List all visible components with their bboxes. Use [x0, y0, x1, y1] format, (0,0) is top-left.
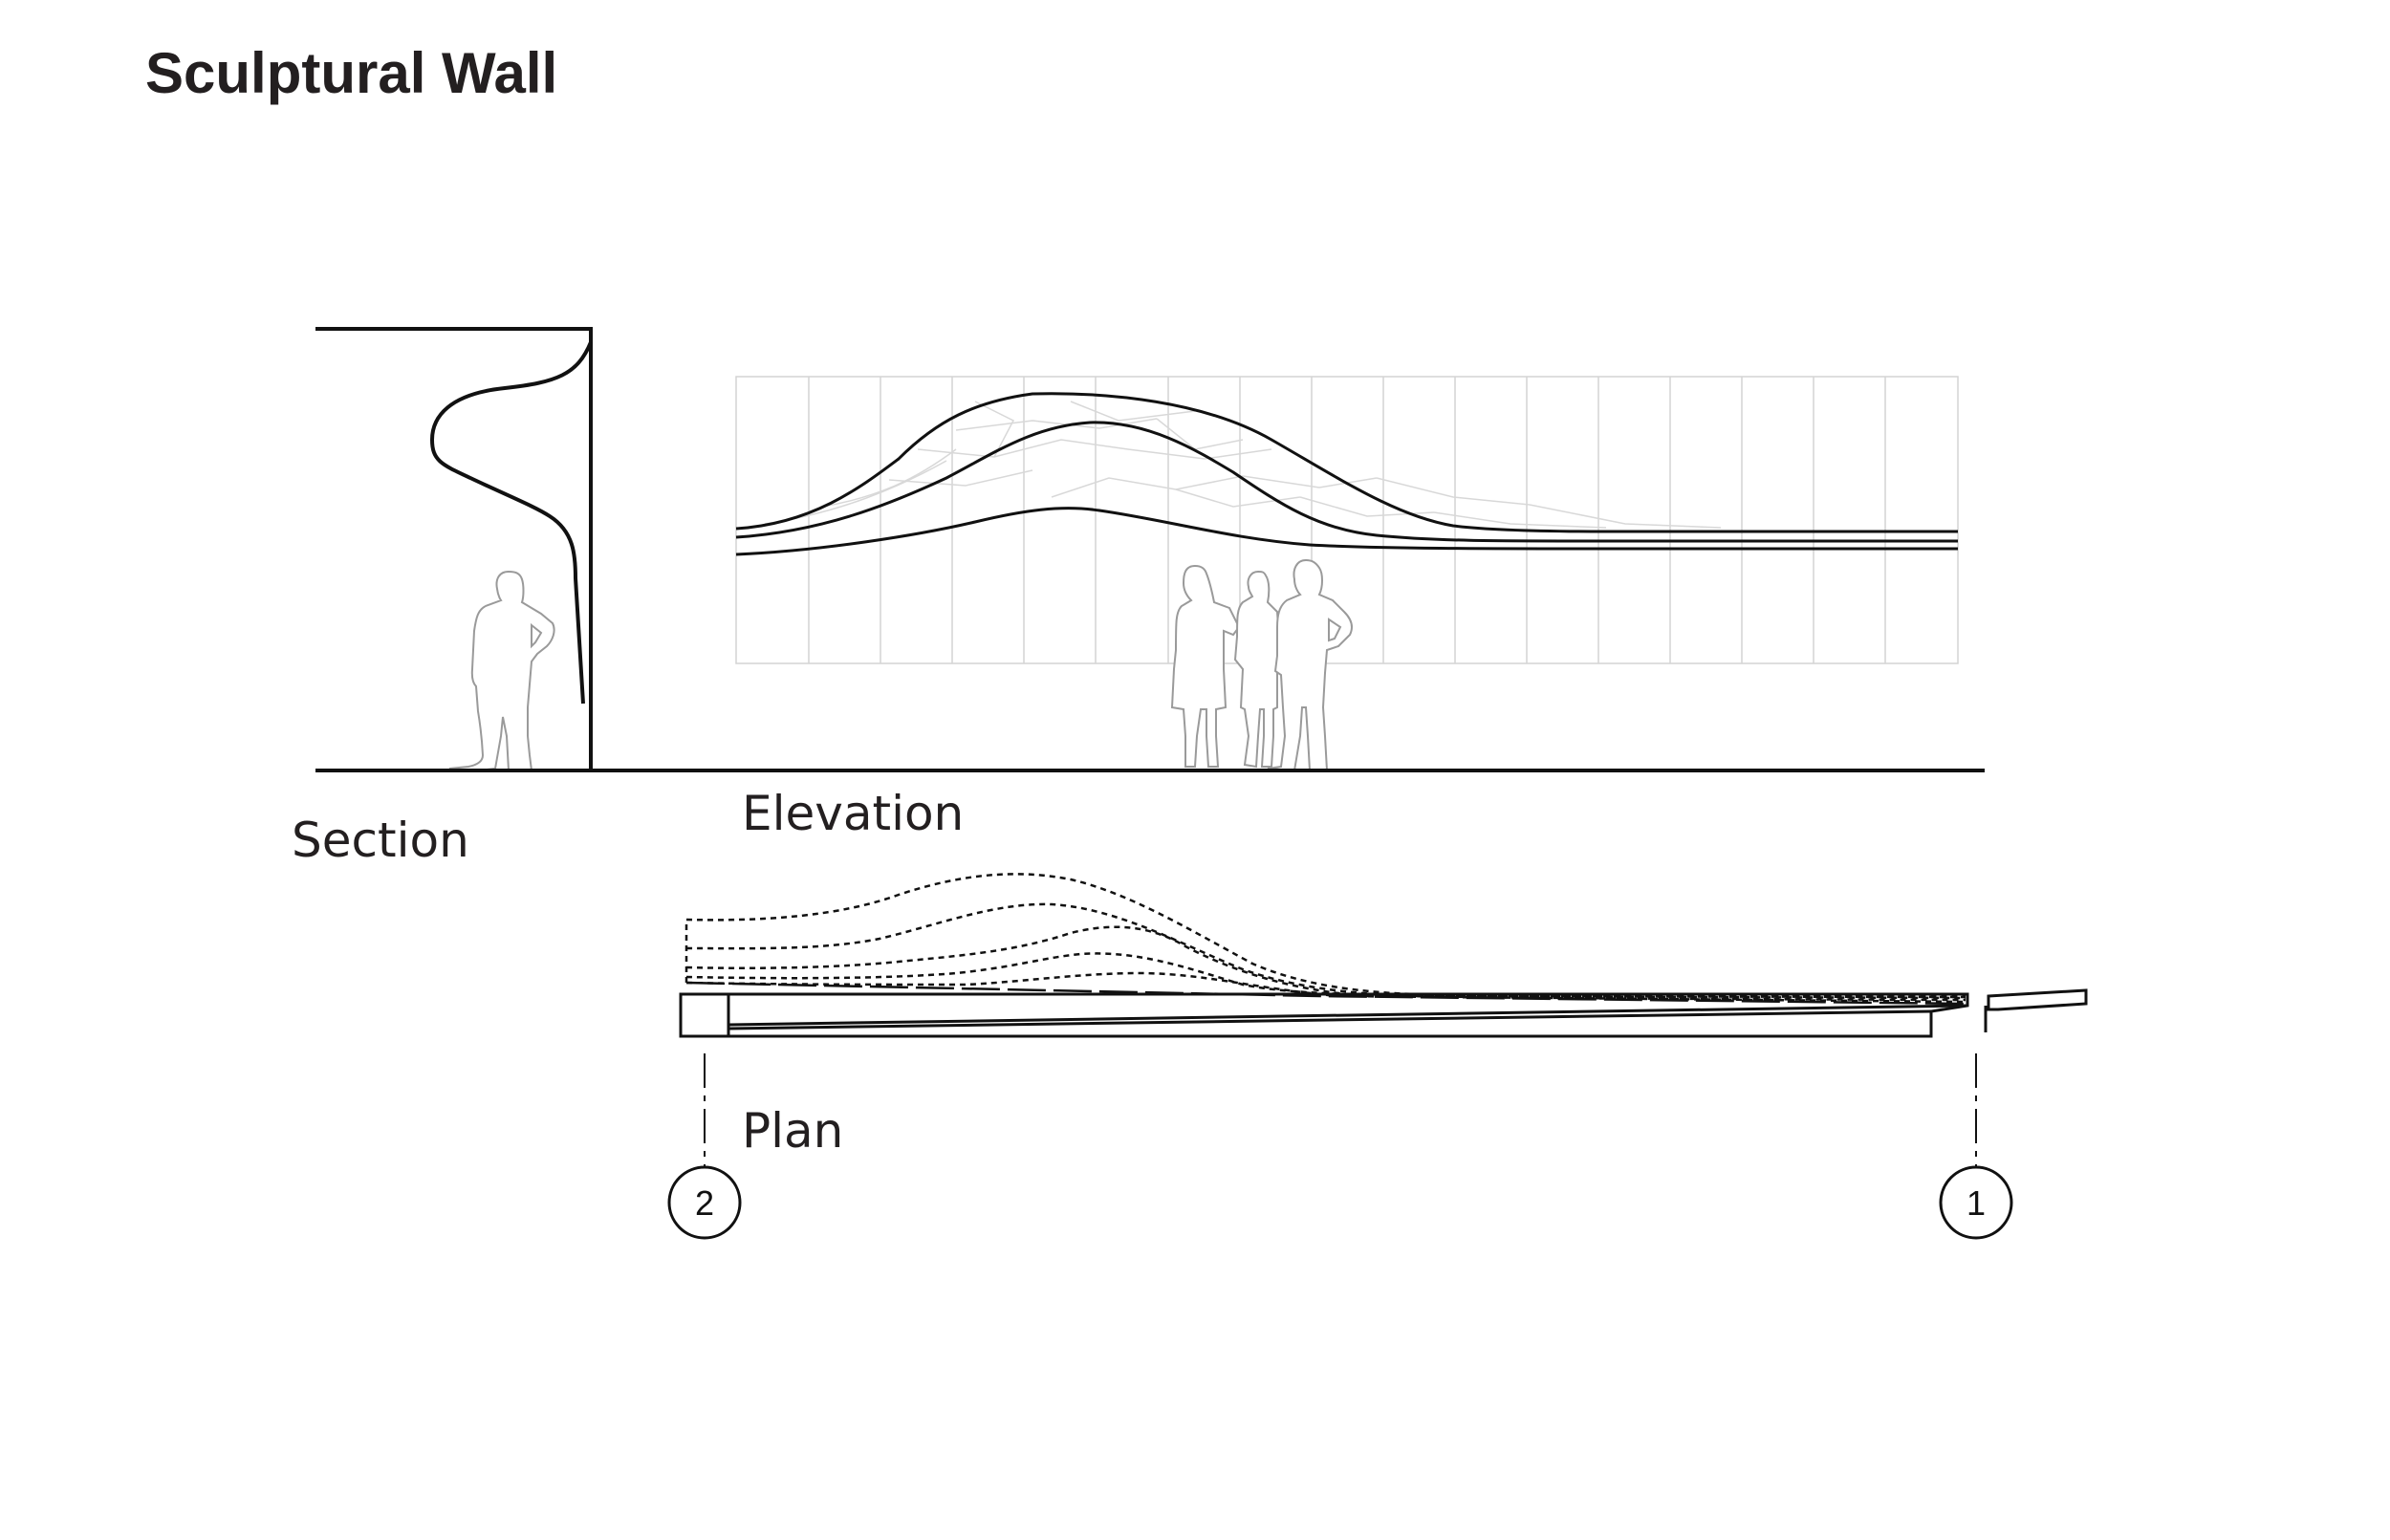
- section-label: Section: [292, 813, 469, 868]
- elevation-facet-mesh: [764, 401, 1722, 529]
- human-figures-elevation: [1170, 558, 1353, 772]
- elevation-wave-top: [735, 392, 1958, 533]
- grid-marker-2: 2: [667, 1165, 742, 1240]
- elevation-wave-bottom: [735, 507, 1958, 556]
- human-figure-woman: [1170, 564, 1241, 768]
- grid-marker-1-label: 1: [1966, 1183, 1986, 1223]
- plan-diagonal-1: [728, 1004, 1968, 1027]
- human-figure-man: [1267, 558, 1353, 772]
- plan-contour-5: [685, 971, 1966, 1004]
- grid-marker-2-label: 2: [695, 1183, 714, 1223]
- plan-contour-2: [685, 902, 1966, 999]
- human-figure-small: [1233, 570, 1281, 769]
- plan-label: Plan: [742, 1103, 844, 1159]
- plan-base-edge: [685, 981, 1966, 1006]
- elevation-wave-middle: [735, 421, 1958, 543]
- plan-return-piece: [1987, 988, 2088, 1011]
- section-wall-profile: [429, 341, 593, 705]
- plan-end-block: [679, 992, 730, 1038]
- section-view: [315, 327, 593, 772]
- grid-marker-1: 1: [1939, 1165, 2013, 1240]
- human-figure-section: [448, 570, 555, 772]
- section-ceiling-wall: [315, 327, 593, 770]
- elevation-view: [735, 376, 1959, 772]
- plan-contour-1: [684, 873, 1966, 998]
- elevation-label: Elevation: [742, 786, 965, 841]
- plan-diagonal-2: [728, 1009, 1932, 1030]
- plan-view: [679, 873, 2088, 1038]
- page-title: Sculptural Wall: [145, 41, 558, 105]
- plan-base: [681, 992, 1969, 1038]
- plan-contour-4: [685, 952, 1966, 1002]
